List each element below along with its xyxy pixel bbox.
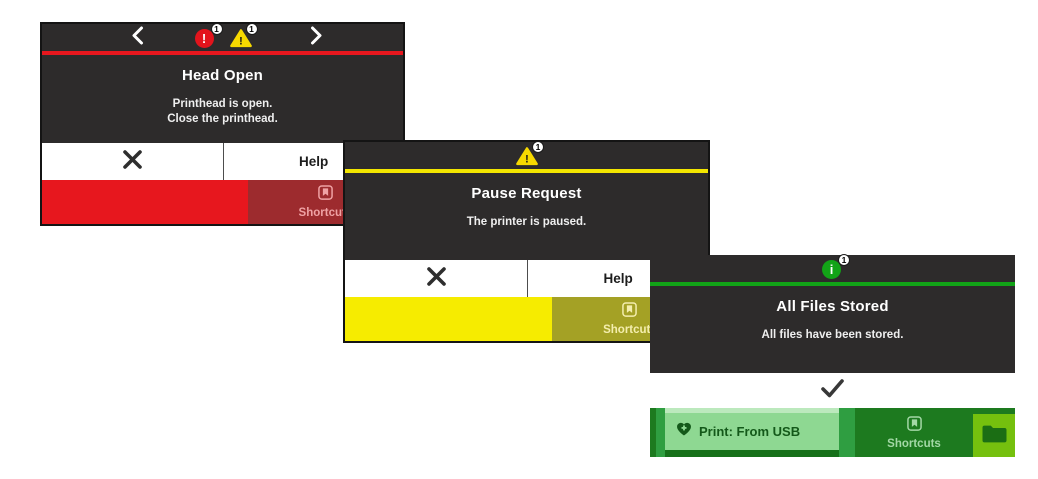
error-status-bar: [42, 180, 248, 224]
error-count-badge: 1: [210, 22, 223, 35]
info-count-badge: 1: [838, 253, 850, 266]
alert-header: ! 1 ! 1: [42, 22, 403, 51]
warning-icon[interactable]: ! 1: [229, 22, 258, 48]
error-icon[interactable]: ! 1: [194, 22, 223, 48]
action-row: Help: [42, 143, 403, 180]
info-icon[interactable]: i 1: [822, 253, 850, 279]
head-open-screen: ! 1 ! 1 Head Open Printhead i: [40, 22, 405, 226]
alert-message-area: Pause Request The printer is paused.: [345, 173, 708, 260]
alert-message-line: Close the printhead.: [167, 113, 278, 125]
warning-accent-line: [345, 169, 708, 173]
checkmark-icon: [820, 378, 845, 403]
folder-icon: [981, 423, 1008, 449]
prev-alert-button[interactable]: [122, 24, 152, 51]
help-button[interactable]: Help: [299, 154, 329, 169]
next-alert-button[interactable]: [301, 24, 331, 51]
alert-message-line: Printhead is open.: [172, 98, 273, 110]
shortcuts-label: Shortcuts: [603, 324, 657, 336]
shortcuts-label: Shortcuts: [298, 207, 353, 219]
pause-request-screen: ! 1 Pause Request The printer is paused.…: [343, 140, 710, 343]
bookmark-icon: [622, 302, 638, 322]
all-files-stored-screen: i 1 All Files Stored All files have been…: [650, 253, 1015, 457]
success-accent-line: [650, 282, 1015, 286]
error-accent-line: [42, 51, 403, 55]
home-bottom-bar: Print: From USB Shortcuts: [650, 408, 1015, 457]
alert-message-line: The printer is paused.: [466, 216, 587, 228]
help-button[interactable]: Help: [603, 271, 633, 286]
action-row: Help: [345, 260, 708, 297]
alert-icon-group: i 1: [822, 253, 850, 279]
chevron-right-icon: [310, 26, 323, 50]
x-close-icon: [426, 266, 447, 292]
print-from-usb-button[interactable]: Print: From USB: [665, 408, 839, 457]
x-close-icon: [122, 149, 143, 175]
confirm-button[interactable]: [650, 373, 1015, 408]
alert-header: i 1: [650, 253, 1015, 282]
shortcuts-button[interactable]: Shortcuts: [855, 408, 973, 457]
alert-title: Pause Request: [471, 185, 582, 202]
warning-icon[interactable]: ! 1: [516, 140, 544, 166]
alert-title: All Files Stored: [776, 298, 889, 315]
warning-count-badge: 1: [245, 22, 258, 35]
alert-message-area: All Files Stored All files have been sto…: [650, 286, 1015, 373]
bookmark-icon: [906, 415, 922, 436]
svg-text:!: !: [239, 35, 243, 47]
shortcuts-label: Shortcuts: [887, 437, 941, 450]
bar-edge-strip: [650, 408, 656, 457]
warning-count-badge: 1: [532, 140, 544, 153]
dismiss-button[interactable]: [345, 260, 529, 297]
alert-icon-group: ! 1: [516, 140, 544, 166]
alert-message-line: All files have been stored.: [761, 329, 904, 341]
print-segment: Print: From USB: [656, 408, 855, 457]
heart-plus-icon: [676, 422, 692, 441]
warning-status-bar: [345, 297, 552, 341]
chevron-left-icon: [131, 26, 144, 50]
alert-title: Head Open: [182, 67, 263, 84]
print-from-usb-label: Print: From USB: [699, 424, 801, 439]
bookmark-icon: [318, 185, 333, 205]
svg-text:!: !: [525, 153, 529, 165]
alert-icon-group: ! 1 ! 1: [194, 22, 258, 48]
dismiss-button[interactable]: [42, 143, 225, 180]
files-button[interactable]: [973, 408, 1015, 457]
action-row: [650, 373, 1015, 408]
alert-header: ! 1: [345, 140, 708, 169]
alert-message-area: Head Open Printhead is open. Close the p…: [42, 55, 403, 143]
